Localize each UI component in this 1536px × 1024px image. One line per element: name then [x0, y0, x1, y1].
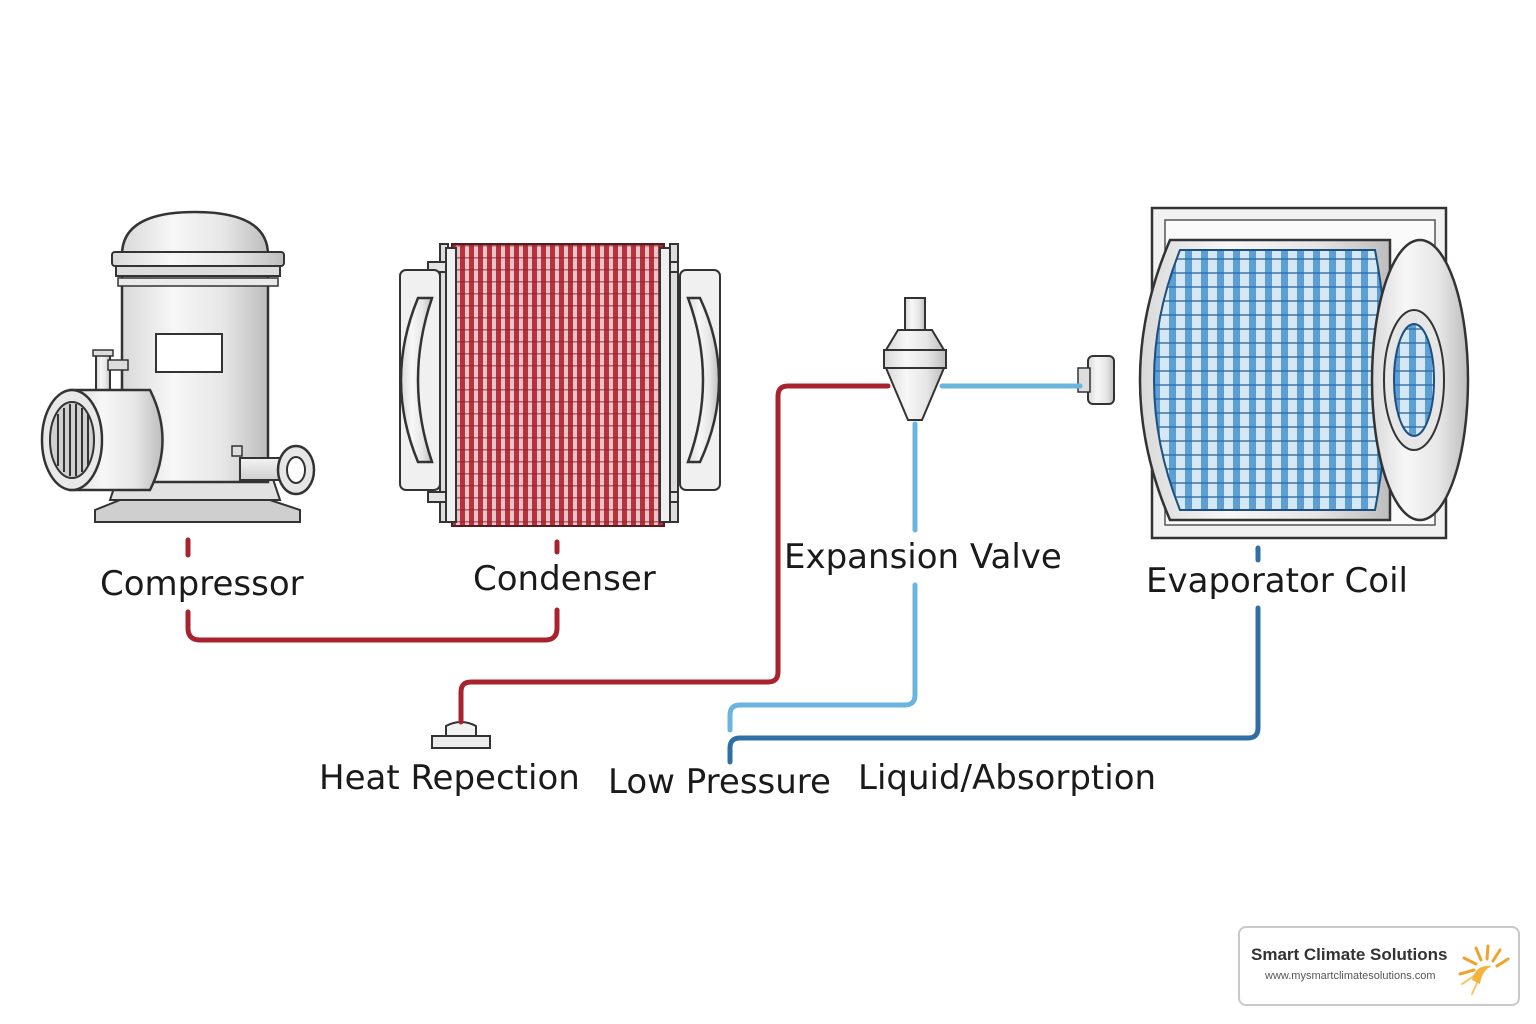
logo-url: www.mysmartclimatesolutions.com	[1265, 970, 1436, 982]
label-evaporator-coil: Evaporator Coil	[1146, 561, 1408, 601]
line-heat-rejection-valve	[458, 383, 891, 725]
expansion-valve-icon	[883, 297, 947, 421]
brand-logo: Smart Climate Solutions www.mysmartclima…	[1238, 926, 1520, 1006]
label-low-pressure: Low Pressure	[608, 762, 831, 802]
line-evaporator-return	[727, 545, 1261, 765]
label-heat-rejection: Heat Repection	[319, 758, 580, 798]
logo-title: Smart Climate Solutions	[1251, 945, 1448, 964]
label-condenser: Condenser	[473, 559, 656, 599]
line-compressor-condenser	[185, 537, 560, 643]
label-expansion-valve: Expansion Valve	[784, 537, 1062, 577]
compressor-icon	[40, 210, 316, 523]
label-compressor: Compressor	[100, 564, 304, 604]
label-liquid-absorption: Liquid/Absorption	[858, 758, 1157, 798]
evaporator-coil-icon	[1077, 206, 1470, 540]
condenser-icon	[399, 243, 721, 527]
line-valve-low-pressure	[727, 421, 918, 733]
heat-sink-icon	[431, 721, 491, 749]
sun-icon	[1458, 944, 1510, 995]
